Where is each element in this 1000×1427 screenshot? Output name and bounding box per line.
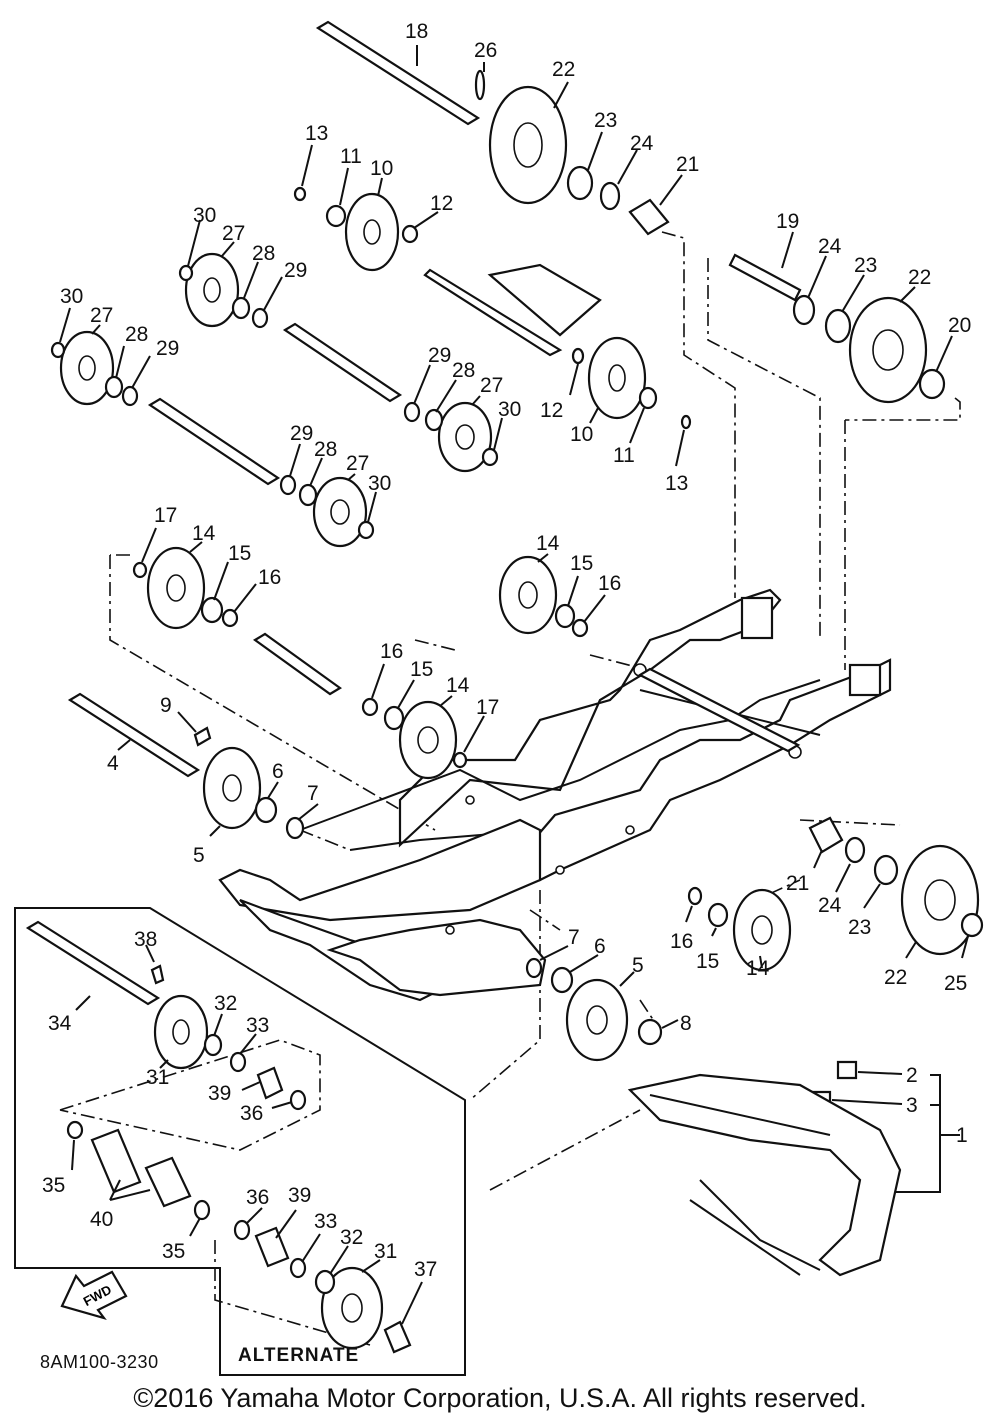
callout-40: 40 [90, 1208, 113, 1231]
callout-21: 21 [786, 872, 809, 895]
callout-10: 10 [370, 157, 393, 180]
callout-15: 15 [410, 658, 433, 681]
callout-23: 23 [848, 916, 871, 939]
callout-27: 27 [90, 304, 113, 327]
callout-23: 23 [594, 109, 617, 132]
callout-33: 33 [314, 1210, 337, 1233]
callout-37: 37 [414, 1258, 437, 1281]
callout-5: 5 [632, 954, 644, 977]
callout-39: 39 [208, 1082, 231, 1105]
callout-29: 29 [428, 344, 451, 367]
callout-5: 5 [193, 844, 205, 867]
exploded-parts-diagram: FWD 18 26 22 23 24 21 13 11 10 12 30 27 … [14, 20, 984, 1376]
callout-16: 16 [258, 566, 281, 589]
callout-36: 36 [246, 1186, 269, 1209]
callout-29: 29 [284, 259, 307, 282]
alternate-label: ALTERNATE [238, 1345, 360, 1366]
callout-9: 9 [160, 694, 172, 717]
callout-21: 21 [676, 153, 699, 176]
callout-15: 15 [570, 552, 593, 575]
callout-11: 11 [340, 145, 362, 168]
callout-22: 22 [884, 966, 907, 989]
callout-26: 26 [474, 39, 497, 62]
callout-33: 33 [246, 1014, 269, 1037]
callout-29: 29 [290, 422, 313, 445]
callout-24: 24 [630, 132, 654, 155]
callout-14: 14 [536, 532, 560, 555]
callout-13: 13 [305, 122, 328, 145]
callout-8: 8 [680, 1012, 692, 1035]
callout-15: 15 [228, 542, 251, 565]
callout-16: 16 [380, 640, 403, 663]
callout-2: 2 [906, 1064, 918, 1087]
callout-7: 7 [568, 926, 580, 949]
copyright-notice: ©2016 Yamaha Motor Corporation, U.S.A. A… [133, 1383, 867, 1413]
callout-29: 29 [156, 337, 179, 360]
callout-38: 38 [134, 928, 157, 951]
callout-30: 30 [60, 285, 83, 308]
callout-24: 24 [818, 894, 842, 917]
callout-35: 35 [42, 1174, 65, 1197]
callout-6: 6 [272, 760, 284, 783]
callout-12: 12 [540, 399, 563, 422]
callout-13: 13 [665, 472, 688, 495]
callouts: 18 26 22 23 24 21 13 11 10 12 30 27 28 2… [42, 20, 971, 1325]
callout-23: 23 [854, 254, 877, 277]
callout-28: 28 [452, 359, 475, 382]
callout-28: 28 [125, 323, 148, 346]
callout-24: 24 [818, 235, 842, 258]
callout-32: 32 [340, 1226, 363, 1249]
callout-31: 31 [146, 1066, 169, 1089]
track [627, 1073, 902, 1277]
callout-22: 22 [552, 58, 575, 81]
callout-15: 15 [696, 950, 719, 973]
callout-32: 32 [214, 992, 237, 1015]
callout-14: 14 [746, 957, 770, 980]
callout-28: 28 [314, 438, 337, 461]
diagram-code: 8AM100-3230 [40, 1352, 159, 1372]
callout-11: 11 [613, 444, 635, 467]
slide-rail-frame [218, 588, 892, 1002]
callout-6: 6 [594, 935, 606, 958]
wheels [59, 85, 980, 1350]
callout-22: 22 [908, 266, 931, 289]
callout-7: 7 [307, 782, 319, 805]
reference-lines [59, 231, 961, 1346]
callout-16: 16 [670, 930, 693, 953]
callout-17: 17 [154, 504, 177, 527]
callout-34: 34 [48, 1012, 72, 1035]
callout-4: 4 [107, 752, 119, 775]
callout-30: 30 [368, 472, 391, 495]
callout-27: 27 [222, 222, 245, 245]
callout-28: 28 [252, 242, 275, 265]
callout-17: 17 [476, 696, 499, 719]
callout-35: 35 [162, 1240, 185, 1263]
group-frames [14, 907, 960, 1376]
callout-30: 30 [498, 398, 521, 421]
callout-3: 3 [906, 1094, 918, 1117]
callout-18: 18 [405, 20, 428, 43]
shafts [25, 20, 802, 1006]
callout-31: 31 [374, 1240, 397, 1263]
callout-20: 20 [948, 314, 971, 337]
callout-39: 39 [288, 1184, 311, 1207]
callout-10: 10 [570, 423, 593, 446]
callout-19: 19 [776, 210, 799, 233]
callout-30: 30 [193, 204, 216, 227]
callout-25: 25 [944, 972, 967, 995]
small-parts [50, 69, 984, 1354]
callout-36: 36 [240, 1102, 263, 1125]
callout-14: 14 [446, 674, 470, 697]
callout-16: 16 [598, 572, 621, 595]
callout-27: 27 [346, 452, 369, 475]
callout-1: 1 [956, 1124, 968, 1147]
callout-12: 12 [430, 192, 453, 215]
callout-14: 14 [192, 522, 216, 545]
forward-arrow-icon: FWD [60, 1270, 128, 1320]
callout-27: 27 [480, 374, 503, 397]
